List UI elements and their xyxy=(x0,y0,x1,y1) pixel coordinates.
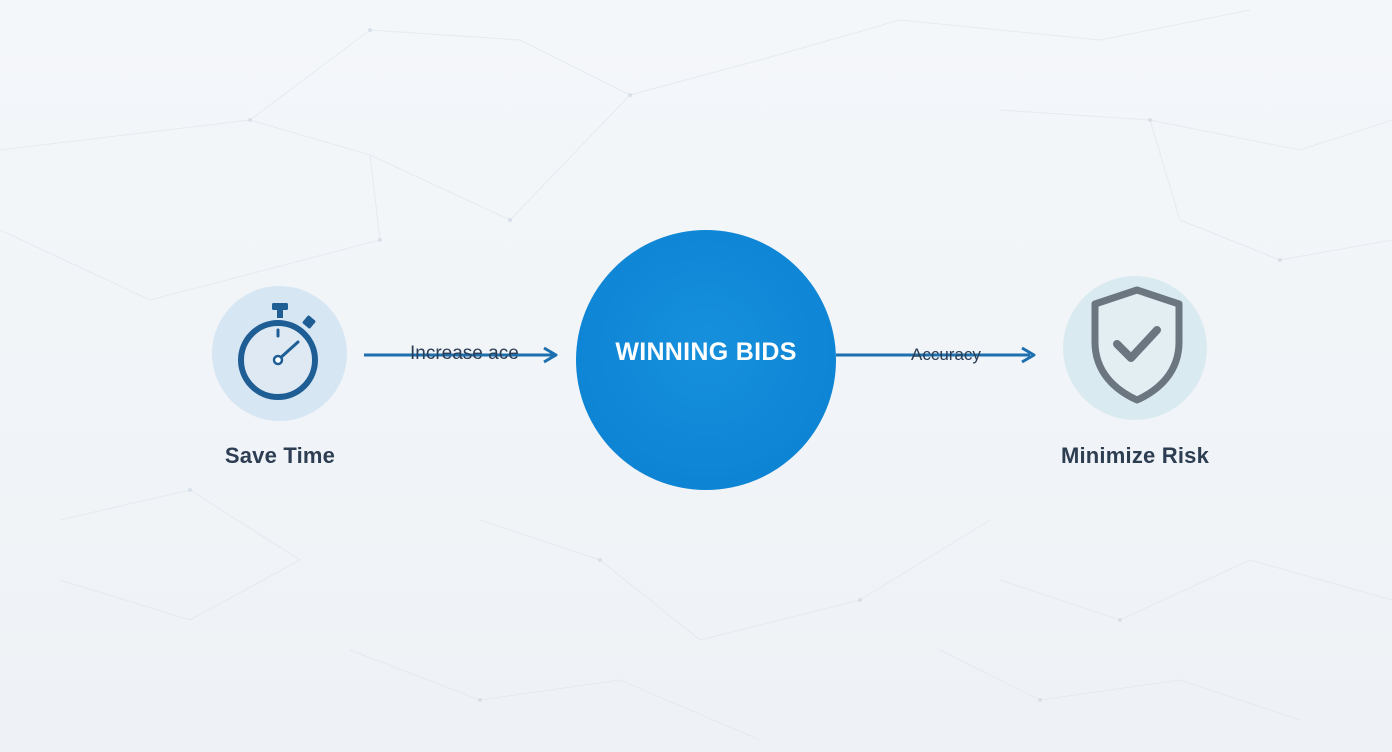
save-time-label: Save Time xyxy=(224,443,336,468)
right-arrow xyxy=(836,346,1036,364)
shield-check-icon xyxy=(1091,286,1183,404)
minimize-risk-label: Minimize Risk xyxy=(1060,443,1210,468)
winning-bids-title: WINNING BIDS xyxy=(615,338,797,366)
left-arrow xyxy=(364,346,558,364)
right-arrow-label: Accuracy xyxy=(911,345,981,364)
stopwatch-icon xyxy=(238,303,318,400)
left-arrow-label: Increase ace xyxy=(410,343,519,364)
winning-bids-node xyxy=(576,230,836,490)
